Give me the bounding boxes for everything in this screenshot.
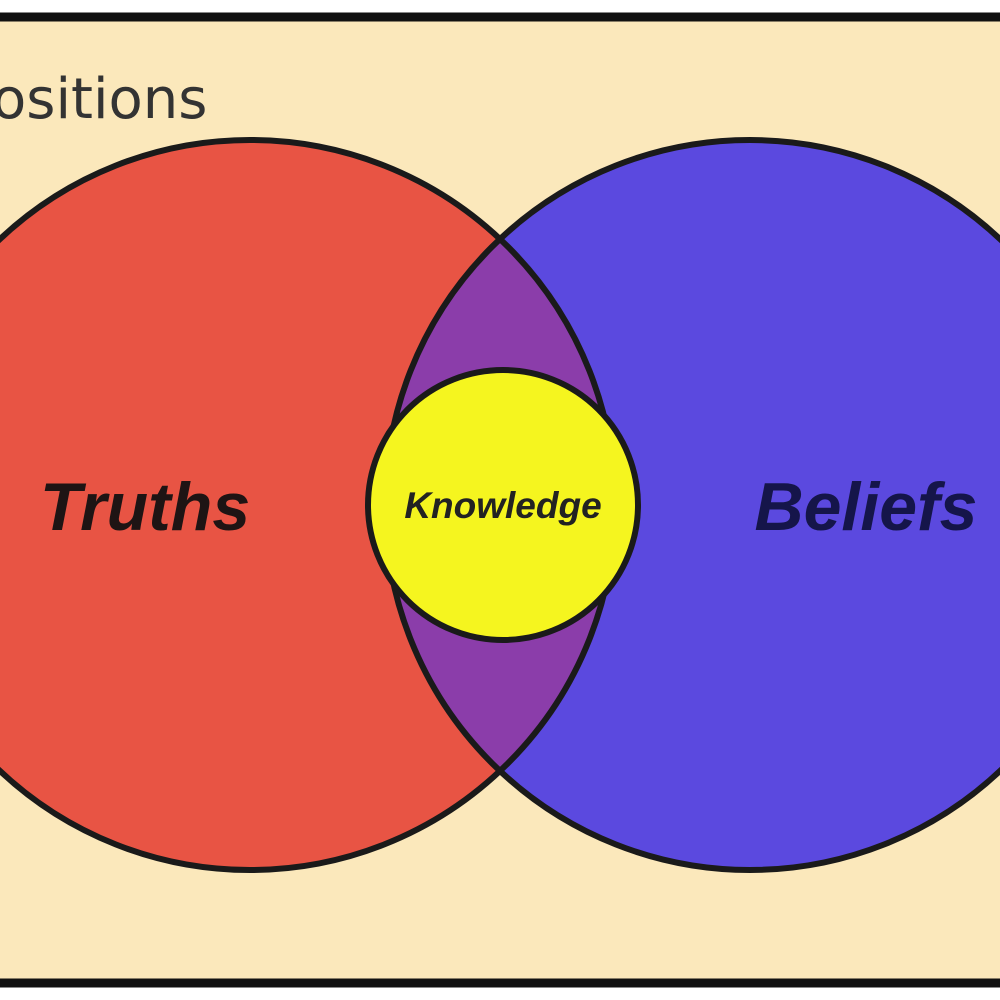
knowledge-circle	[365, 367, 641, 643]
truths-label: Truths	[40, 469, 250, 545]
beliefs-label: Beliefs	[755, 469, 978, 545]
knowledge-label: Knowledge	[404, 485, 601, 526]
diagram-heading: ositions	[0, 67, 207, 132]
